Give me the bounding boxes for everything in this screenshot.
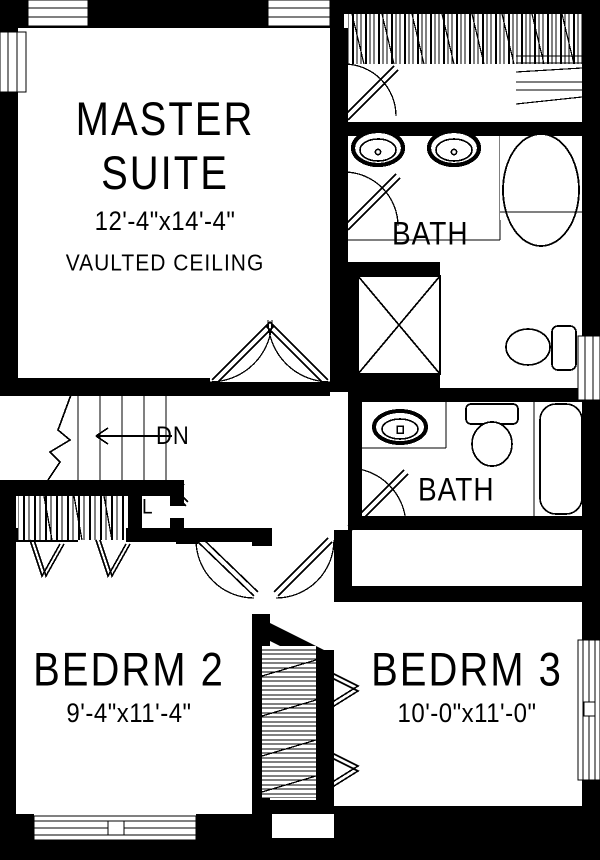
door-master-suite-right xyxy=(265,319,331,385)
hatch-bedroom2-closet xyxy=(18,496,126,540)
door-linen-closet xyxy=(169,483,189,507)
wall-master-bottom-left xyxy=(0,378,210,396)
master-bath-label: BATH xyxy=(392,215,469,252)
stairs-direction-arrow-icon xyxy=(95,427,172,445)
wall-shower-bottom xyxy=(344,374,440,388)
master-suite-name: MASTER xyxy=(75,93,255,146)
bifold-bedroom2-closet-left xyxy=(29,539,65,578)
wall-bedroom3-top xyxy=(334,586,582,602)
hall-bath-toilet-icon xyxy=(465,403,519,467)
closet-hatching-group xyxy=(18,13,583,798)
hall-bath-label: BATH xyxy=(418,471,495,508)
door-bedroom3 xyxy=(273,537,335,599)
stairs-down-label: DN xyxy=(156,421,190,450)
stair-break-line xyxy=(47,391,73,481)
wall-linen-bottom xyxy=(128,528,184,542)
stairs-group xyxy=(47,391,172,481)
door-master-closet xyxy=(343,63,399,121)
wall-shower-top xyxy=(344,262,440,276)
window-master-top-right xyxy=(267,0,331,27)
wall-linen-left xyxy=(128,480,142,542)
bifold-shared-closet-top xyxy=(321,667,360,712)
fixtures-group xyxy=(348,128,583,516)
wall-master-bottom-right xyxy=(210,382,330,396)
doors-group xyxy=(29,63,409,792)
wall-master-left xyxy=(0,92,18,392)
wall-left-upper-stub xyxy=(0,14,18,32)
wall-left-closet xyxy=(0,480,16,540)
wall-closet-bath-divider xyxy=(344,122,582,136)
wall-top-left-stub xyxy=(0,0,28,18)
wall-bedroom3-bottom-band xyxy=(334,806,600,842)
wall-bedroom2-top-stub xyxy=(196,528,258,542)
hatch-shared-closet xyxy=(262,646,316,798)
wall-bath-divider xyxy=(348,388,582,402)
master-suite-dimensions: 12'-4"x14'-4" xyxy=(94,206,236,237)
wall-hallbath-left xyxy=(348,402,362,522)
wall-bedroom2-jamb xyxy=(252,528,272,546)
bedroom3-name: BEDRM 3 xyxy=(371,643,563,696)
door-bedroom2 xyxy=(195,537,259,599)
wall-bedroom3-bottom xyxy=(252,838,600,860)
windows-group xyxy=(0,0,600,841)
wall-bedroom2-left xyxy=(0,528,16,828)
master-suite-name-line2: SUITE xyxy=(101,147,229,200)
hatch-master-closet-shelf xyxy=(515,55,583,105)
wall-hall-right xyxy=(334,530,352,588)
window-master-top-left xyxy=(27,0,89,27)
wall-hallbath-bottom xyxy=(348,516,588,530)
window-master-left xyxy=(0,31,27,93)
bedroom2-name: BEDRM 2 xyxy=(33,643,225,696)
wall-hall-jamb-left xyxy=(176,528,198,544)
double-vanity-sink-left-icon xyxy=(350,128,406,168)
wall-master-top-a xyxy=(88,0,268,18)
master-toilet-icon xyxy=(505,325,577,371)
master-shower-icon xyxy=(357,275,441,375)
wall-master-top-band xyxy=(14,14,344,28)
hall-bath-tub-icon xyxy=(533,402,583,516)
door-hall-bath xyxy=(347,467,409,531)
bifold-bedroom2-closet-right xyxy=(95,539,131,578)
wall-bedroom2-bottom-band xyxy=(0,838,272,860)
master-suite-ceiling-note: VAULTED CEILING xyxy=(65,250,265,277)
window-bedroom2-bottom xyxy=(33,815,197,841)
hatch-shared-closet-diag xyxy=(261,659,317,793)
wall-shared-closet-right xyxy=(316,650,334,810)
double-vanity-sink-right-icon xyxy=(426,128,482,168)
hatch-bedroom2-closet-diag xyxy=(43,495,113,541)
wall-right-mid xyxy=(582,400,600,640)
stair-treads xyxy=(77,396,167,480)
linen-closet-label: L xyxy=(142,495,154,519)
door-master-bath xyxy=(343,171,401,231)
wall-shower-left xyxy=(344,262,358,388)
window-master-bath-right xyxy=(577,335,600,401)
bifold-shared-closet-bottom xyxy=(321,747,360,792)
wall-shared-closet-bottom xyxy=(252,800,334,814)
wall-master-right-upper xyxy=(330,28,348,168)
bedroom2-dimensions: 9'-4"x11'-4" xyxy=(66,698,192,729)
window-bedroom3-right xyxy=(577,639,600,781)
wall-right-upper xyxy=(582,0,600,336)
wall-top-right xyxy=(344,0,600,14)
hall-bath-sink-icon xyxy=(372,409,428,445)
bedroom3-dimensions: 10'-0"x11'-0" xyxy=(397,698,537,729)
master-oval-tub-icon xyxy=(500,133,582,247)
wall-master-right-mid xyxy=(330,168,348,268)
wall-master-right-lower xyxy=(330,268,348,392)
